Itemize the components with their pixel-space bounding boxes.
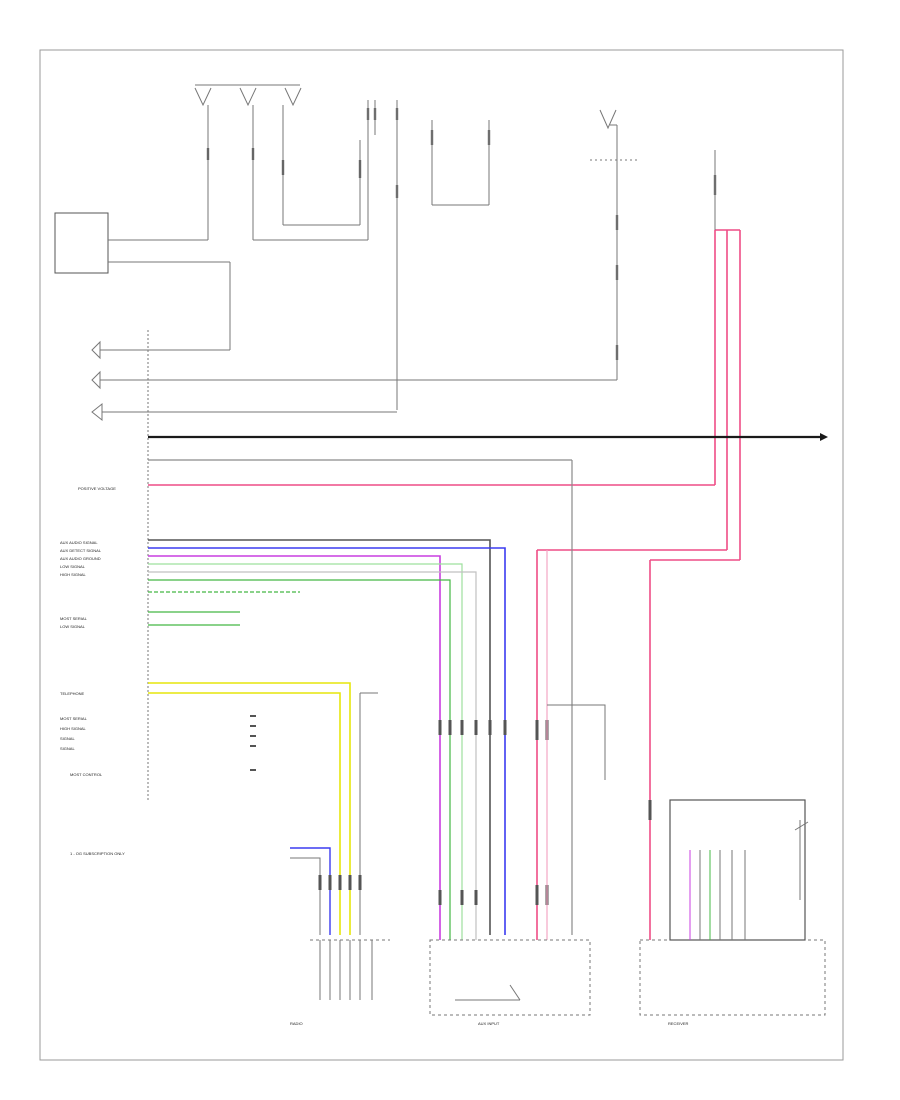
label-aux-audio-signal: AUX AUDIO SIGNAL xyxy=(60,540,98,545)
antenna-module xyxy=(54,212,109,274)
bottom-left-connector xyxy=(310,939,390,1000)
receiver-switch xyxy=(794,820,809,900)
bottom-left-label: RADIO xyxy=(290,1021,303,1026)
label-aux-detect: AUX DETECT SIGNAL xyxy=(60,548,102,553)
label-most-control: MOST CONTROL xyxy=(70,772,103,777)
antenna-symbols xyxy=(91,340,148,422)
label-high-signal: HIGH SIGNAL xyxy=(60,572,87,577)
radio-antenna xyxy=(194,84,302,107)
pink-feed xyxy=(148,229,741,940)
label-aux-ground: AUX AUDIO GROUND xyxy=(60,556,101,561)
left-ticks xyxy=(250,715,256,771)
receiver-label: RECEIVER xyxy=(668,1021,689,1026)
antenna-leads xyxy=(160,105,368,241)
label-high-signal-2: HIGH SIGNAL xyxy=(60,726,87,731)
top-right-lead xyxy=(148,109,640,381)
top-center-leads xyxy=(367,100,490,410)
receiver-internal-wires xyxy=(689,850,746,940)
label-most-serial: MOST SERIAL xyxy=(60,616,88,621)
yellow-wires xyxy=(148,682,351,935)
colored-wires xyxy=(148,539,506,940)
label-low-signal: LOW SIGNAL xyxy=(60,564,86,569)
legend-note: 1 - OG SUBSCRIPTION ONLY xyxy=(70,851,125,856)
wire-connectors xyxy=(318,720,652,905)
top-connector-ticks xyxy=(206,108,717,360)
label-signal-2: SIGNAL xyxy=(60,746,75,751)
diagram-frame xyxy=(39,49,844,1061)
aux-input-label: AUX INPUT xyxy=(478,1021,500,1026)
label-telephone: TELEPHONE xyxy=(60,691,85,696)
label-low-signal-2: LOW SIGNAL xyxy=(60,624,86,629)
label-positive-voltage: POSITIVE VOLTAGE xyxy=(78,486,116,491)
label-signal: SIGNAL xyxy=(60,736,75,741)
aux-input-module xyxy=(429,939,591,1016)
left-labels: POSITIVE VOLTAGE AUX AUDIO SIGNAL AUX DE… xyxy=(60,486,116,777)
label-most-serial-2: MOST SERIAL xyxy=(60,716,88,721)
